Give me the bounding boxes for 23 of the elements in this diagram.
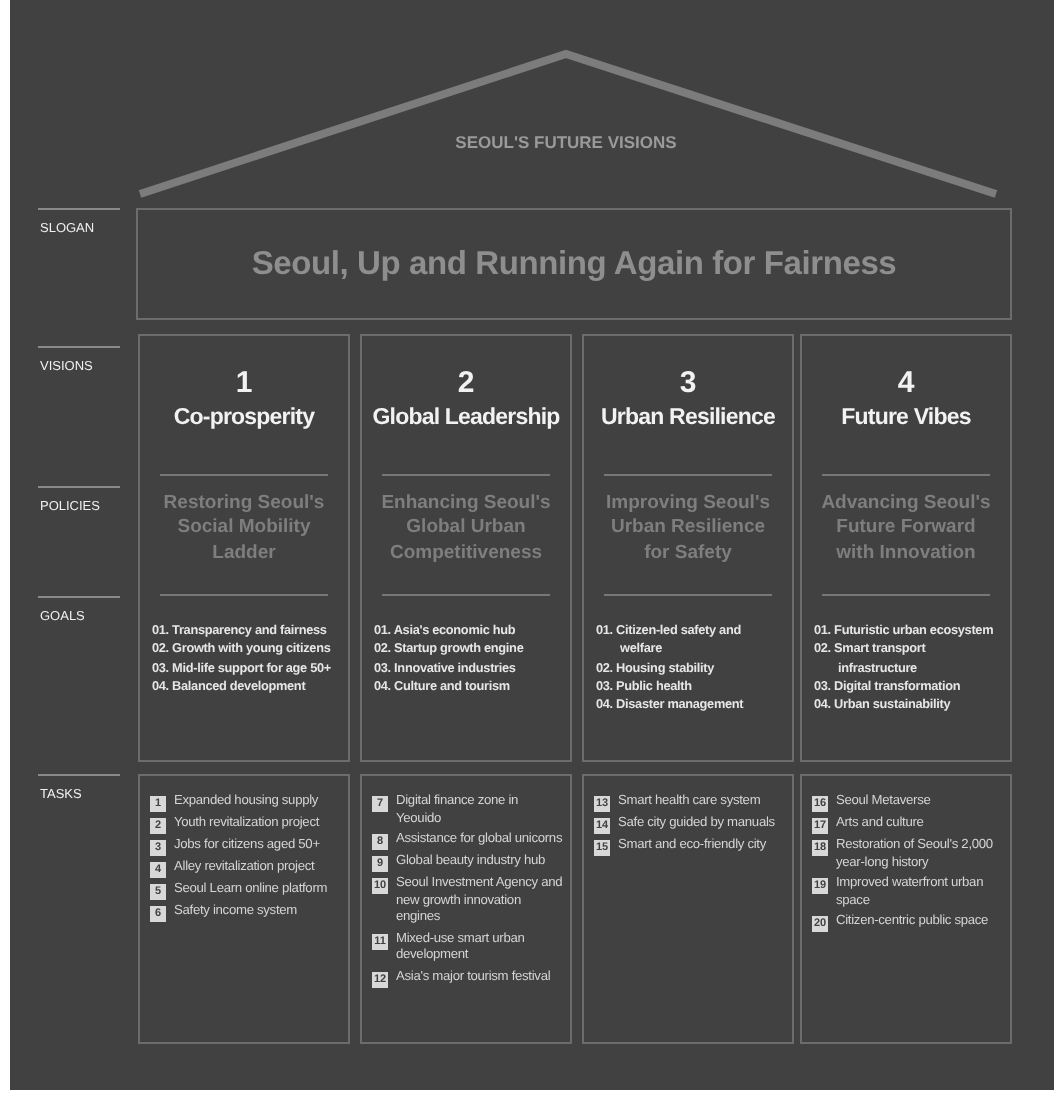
slogan-text: Seoul, Up and Running Again for Fairness [249,246,899,284]
task-box [138,774,350,1044]
vision-name: Co-prosperity [171,406,317,430]
title: SEOUL'S FUTURE VISIONS [453,132,679,152]
vision-name: Future Vibes [839,406,973,430]
policy-text: Advancing Seoul's Future Forward with Innovation [819,492,993,567]
vision-number: 4 [895,366,917,400]
vision-column-box [800,334,1012,762]
vision-number: 3 [677,366,699,400]
vision-number: 1 [233,366,255,400]
vision-number: 2 [455,366,477,400]
task-box [582,774,794,1044]
slogan-box [136,208,1012,320]
policy-text: Improving Seoul's Urban Resilience for Safety [604,492,772,567]
vision-column-box [582,334,794,762]
vision-name: Global Leadership [370,406,562,430]
task-box [360,774,572,1044]
vision-name: Urban Resilience [599,406,777,430]
vision-column-box [360,334,572,762]
policy-text: Enhancing Seoul's Global Urban Competitiveness [379,492,553,567]
vision-column-box [138,334,350,762]
policy-text: Restoring Seoul's Social Mobility Ladder [161,492,327,567]
task-box [800,774,1012,1044]
